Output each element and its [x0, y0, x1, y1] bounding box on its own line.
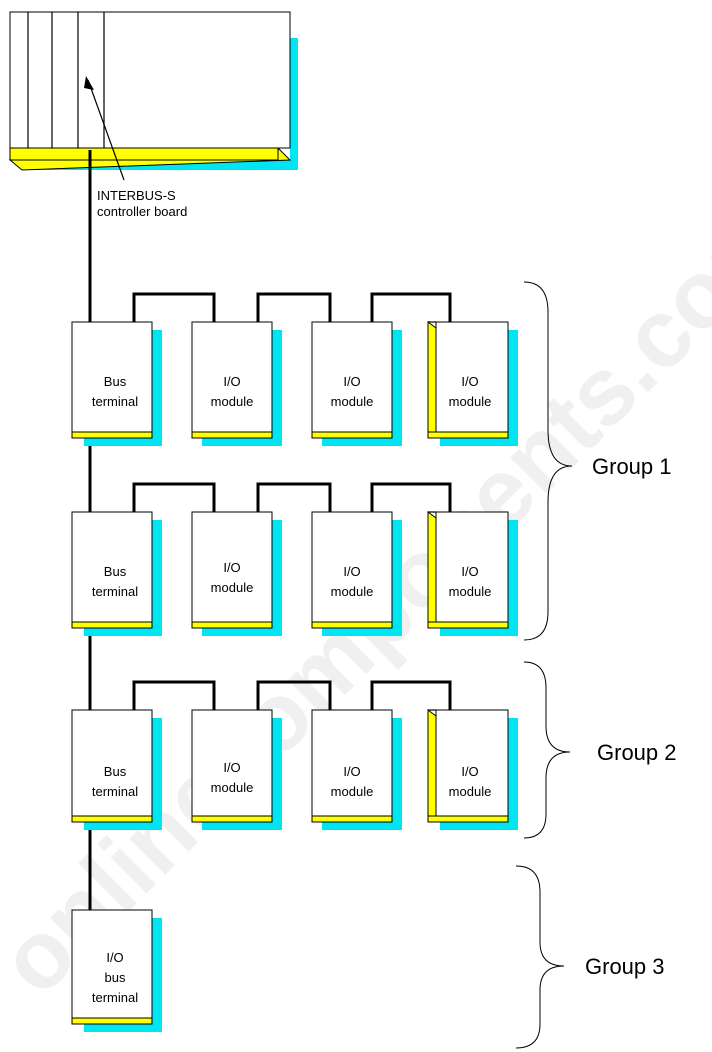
io-module: I/O module	[311, 511, 402, 636]
io-module: I/O module	[311, 709, 402, 830]
group1-label: Group 1	[592, 454, 672, 479]
bus-terminal: Bus terminal	[71, 709, 162, 830]
bus-terminal-label-2: terminal	[92, 394, 138, 409]
io-module-label-2: module	[211, 580, 254, 595]
io-module-label-1: I/O	[223, 760, 240, 775]
io-module-end: I/O module	[427, 709, 518, 830]
row-3: Bus terminal I/O module I/O module I/O m…	[71, 680, 518, 830]
io-module-label-2: module	[449, 784, 492, 799]
arrowhead-icon	[84, 76, 94, 90]
controller-label-line1: INTERBUS-S	[97, 188, 176, 203]
io-module-label-1: I/O	[343, 764, 360, 779]
group3-label: Group 3	[585, 954, 665, 979]
bus-terminal-label-1: Bus	[104, 564, 127, 579]
io-module-label-1: I/O	[223, 560, 240, 575]
io-module-end: I/O module	[427, 511, 518, 636]
io-module-label-1: I/O	[343, 374, 360, 389]
io-bus-terminal-label-1: I/O	[106, 950, 123, 965]
io-module-label-1: I/O	[343, 564, 360, 579]
row-1: Bus terminal I/O module I/O module I/O m…	[71, 292, 518, 446]
group3-brace	[515, 865, 565, 1049]
io-module: I/O module	[311, 321, 402, 446]
io-module-label-2: module	[449, 584, 492, 599]
io-bus-terminal-label-2: bus	[105, 970, 126, 985]
io-module-label-1: I/O	[461, 764, 478, 779]
bus-terminal-label-1: Bus	[104, 374, 127, 389]
io-module: I/O module	[191, 709, 282, 830]
controller-label-line2: controller board	[97, 204, 187, 219]
controller-chassis	[8, 11, 298, 171]
io-module-label-2: module	[331, 784, 374, 799]
bus-terminal: Bus terminal	[71, 511, 162, 636]
group1-brace	[523, 281, 573, 641]
bus-terminal-label-2: terminal	[92, 784, 138, 799]
group2-label: Group 2	[597, 740, 677, 765]
io-module-label-2: module	[331, 584, 374, 599]
bus-terminal-label-1: Bus	[104, 764, 127, 779]
io-module: I/O module	[191, 511, 282, 636]
io-module-label-2: module	[211, 394, 254, 409]
io-module-label-2: module	[211, 780, 254, 795]
io-module-label-2: module	[449, 394, 492, 409]
io-module-label-1: I/O	[461, 374, 478, 389]
bus-terminal: Bus terminal	[71, 321, 162, 446]
io-bus-terminal-label-3: terminal	[92, 990, 138, 1005]
bus-terminal-label-2: terminal	[92, 584, 138, 599]
group2-brace	[523, 661, 571, 839]
io-module-end: I/O module	[427, 321, 518, 446]
row-2: Bus terminal I/O module I/O module I/O m…	[71, 482, 518, 636]
io-module-label-2: module	[331, 394, 374, 409]
io-module-label-1: I/O	[461, 564, 478, 579]
io-module: I/O module	[191, 321, 282, 446]
io-bus-terminal: I/O bus terminal	[71, 909, 162, 1032]
controller-board-callout: INTERBUS-S controller board	[84, 76, 187, 219]
io-module-label-1: I/O	[223, 374, 240, 389]
